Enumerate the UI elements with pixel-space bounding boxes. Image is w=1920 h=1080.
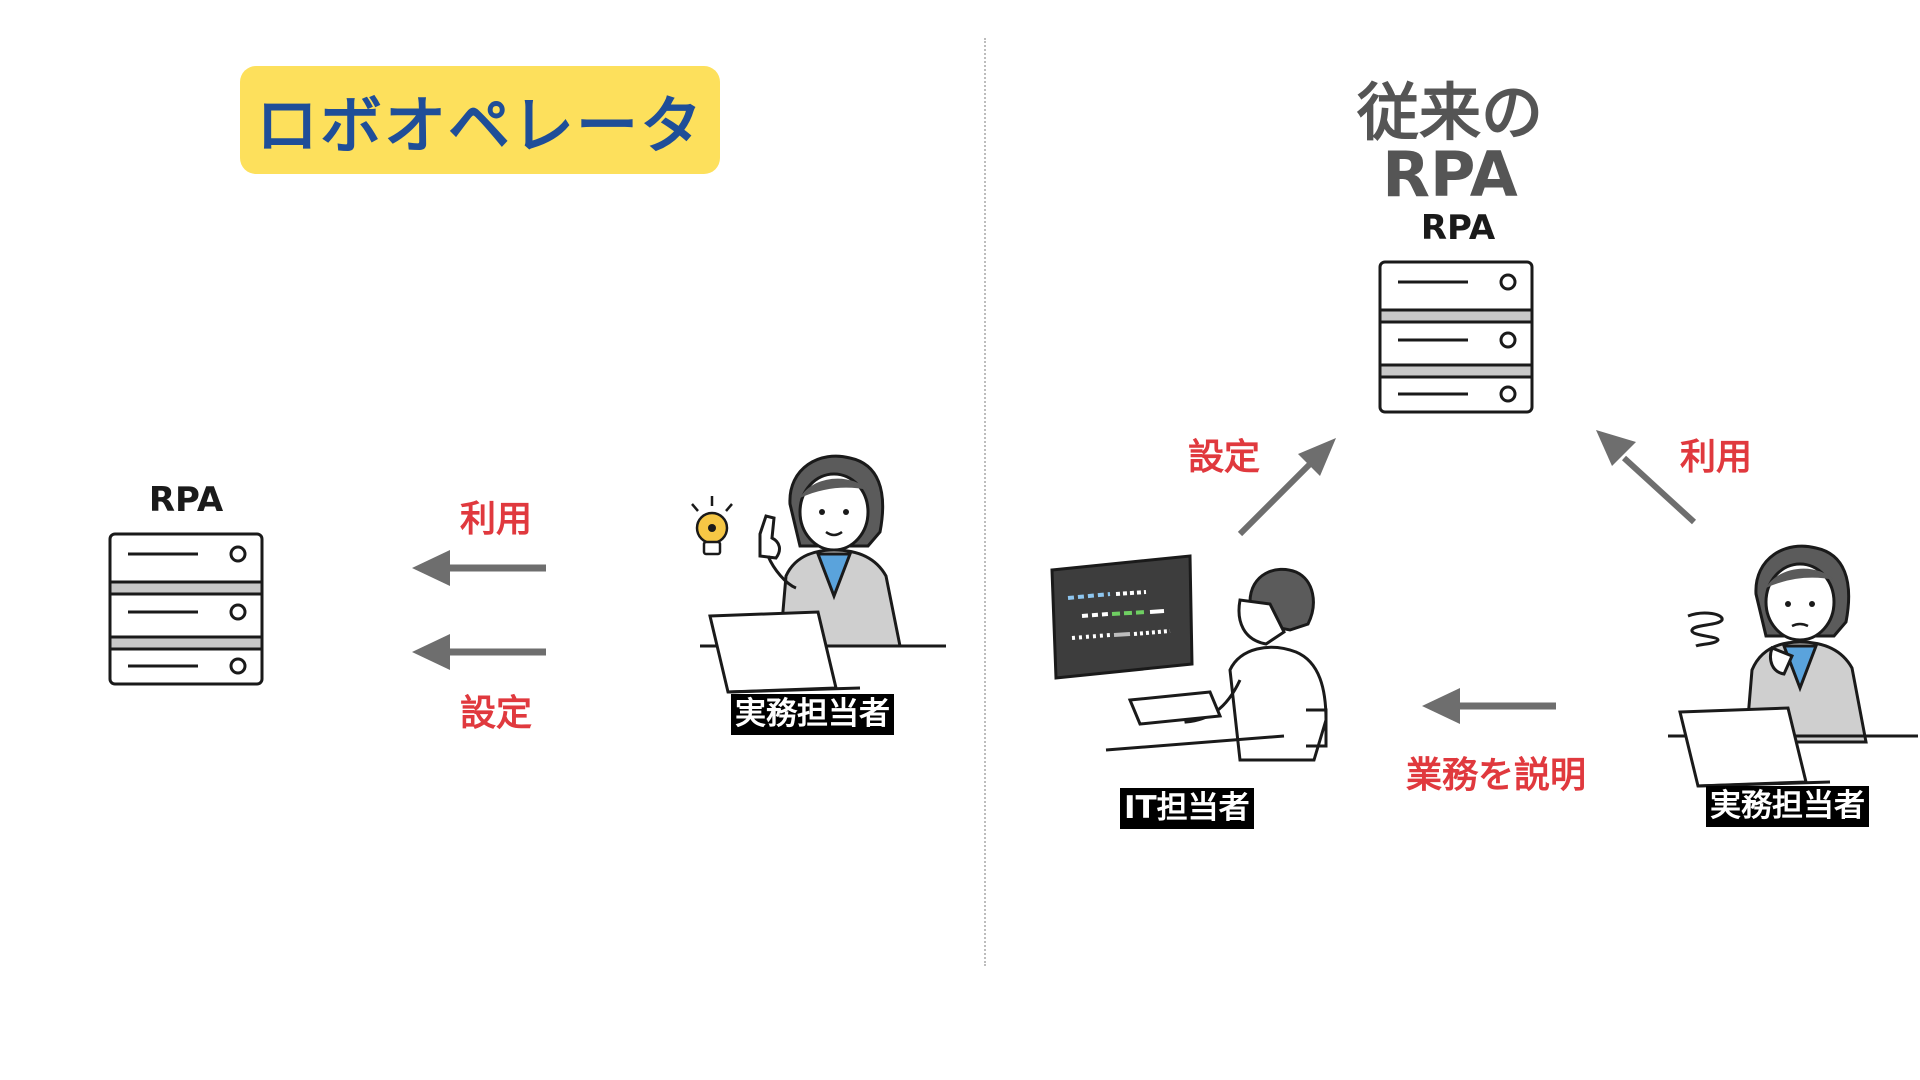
- right-use-label: 利用: [1680, 437, 1753, 478]
- center-divider: [984, 38, 986, 966]
- left-use-arrow: [412, 550, 546, 586]
- laptop-icon: [708, 610, 861, 694]
- right-rpa-label: RPA: [1420, 208, 1496, 248]
- explain-arrow: [1422, 688, 1556, 724]
- confused-swirl-icon: [1687, 611, 1724, 648]
- left-title-badge: ロボオペレータ: [240, 66, 720, 174]
- it-person-label: IT担当者: [1120, 788, 1254, 830]
- left-title: ロボオペレータ: [255, 89, 704, 162]
- left-use-label: 利用: [460, 499, 533, 540]
- right-title: 従来のRPA: [1356, 76, 1543, 211]
- right-use-arrow: [1596, 430, 1697, 525]
- left-setup-label: 設定: [460, 693, 533, 734]
- right-worker-label: 実務担当者: [1706, 786, 1869, 828]
- lightbulb-icon: [691, 496, 733, 556]
- left-server-icon: [108, 532, 264, 686]
- left-worker-label: 実務担当者: [731, 694, 894, 736]
- left-setup-arrow: [412, 634, 546, 670]
- monitor-icon: [1050, 554, 1194, 680]
- it-person-illustration: [1105, 567, 1328, 762]
- right-setup-arrow: [1237, 438, 1336, 537]
- right-server-icon: [1378, 260, 1534, 414]
- left-rpa-label: RPA: [148, 480, 224, 520]
- right-laptop-icon: [1678, 706, 1831, 788]
- explain-label: 業務を説明: [1406, 755, 1587, 796]
- right-setup-label: 設定: [1188, 437, 1261, 478]
